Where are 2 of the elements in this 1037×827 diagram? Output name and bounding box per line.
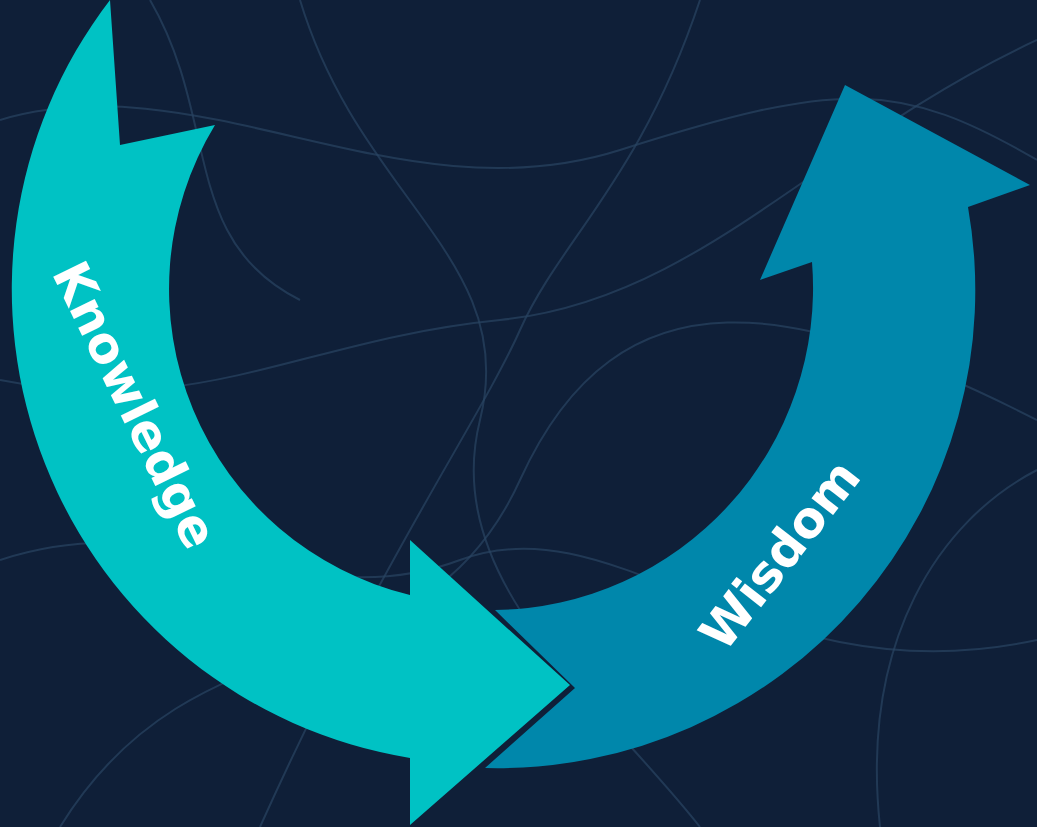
curved-arrow	[485, 85, 1030, 768]
curved-arrow	[12, 0, 570, 825]
